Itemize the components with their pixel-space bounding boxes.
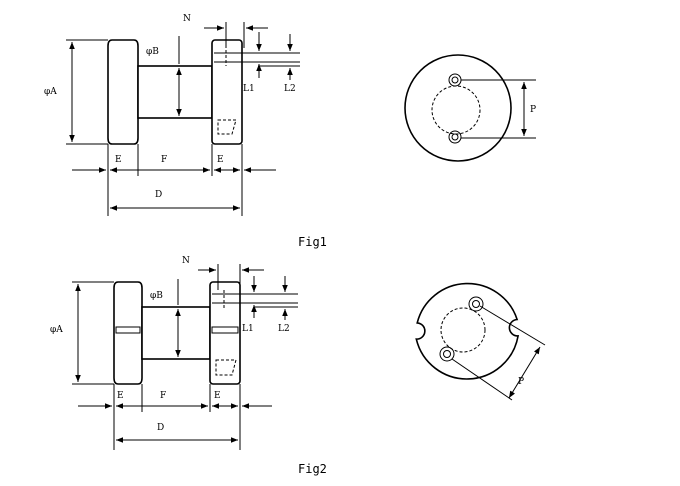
fig1-caption: Fig1 xyxy=(298,235,327,249)
fig1-label-e-left: E xyxy=(115,155,122,165)
fig1-label-f: F xyxy=(161,155,167,165)
fig2-label-e-left: E xyxy=(117,391,124,401)
fig1-label-diameter-b: φB xyxy=(146,47,159,57)
fig2-label-d: D xyxy=(157,423,164,433)
fig2-end-view: P xyxy=(415,282,546,401)
fig1-label-l1: L1 xyxy=(243,84,255,94)
fig1-label-e-right: E xyxy=(217,155,224,165)
fig2-caption: Fig2 xyxy=(298,462,327,476)
fig2-label-p: P xyxy=(518,377,524,387)
fig1-label-d: D xyxy=(155,190,162,200)
fig2-label-l2: L2 xyxy=(278,324,290,334)
fig2-label-diameter-a: φA xyxy=(50,325,63,335)
fig2-side-view: φA φB N L1 L2 E F E D xyxy=(50,256,298,450)
fig1-label-n: N xyxy=(183,14,191,24)
fig2-label-f: F xyxy=(160,391,166,401)
fig2-label-l1: L1 xyxy=(242,324,254,334)
fig1-label-l2: L2 xyxy=(284,84,296,94)
fig1-side-view: φA φB N L1 L2 E F E D xyxy=(44,14,300,216)
fig2-label-diameter-b: φB xyxy=(150,291,163,301)
fig1-label-p: P xyxy=(530,105,536,115)
fig1-label-diameter-a: φA xyxy=(44,87,57,97)
fig1-end-view: P xyxy=(404,54,536,162)
fig2-label-n: N xyxy=(182,256,190,266)
fig2-label-e-right: E xyxy=(214,391,221,401)
